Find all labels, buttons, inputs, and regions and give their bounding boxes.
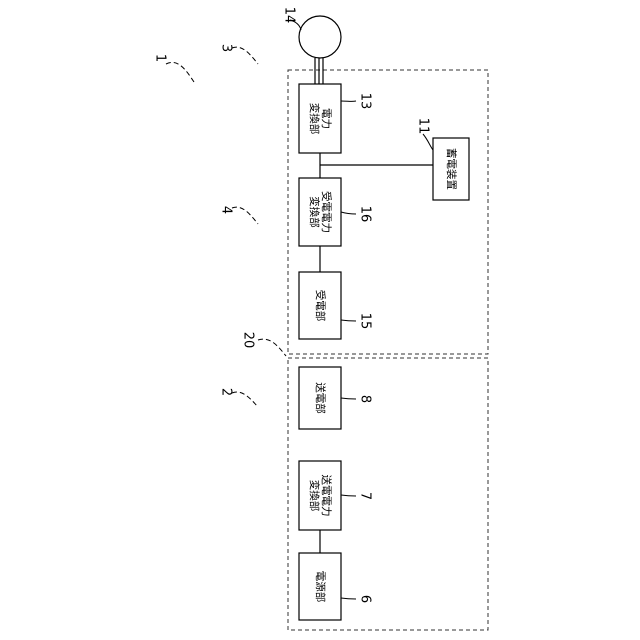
receiver-label: 受電部 xyxy=(314,290,327,322)
motor-icon xyxy=(299,16,341,58)
block-label-line: 受電部 xyxy=(314,290,327,322)
leader-line-3 xyxy=(232,47,258,64)
ref-numeral-7: 7 xyxy=(358,492,373,500)
leader-line-7 xyxy=(341,495,356,496)
leader-line-8 xyxy=(341,398,356,399)
block-label-line: 電源部 xyxy=(314,571,327,603)
leader-line-15 xyxy=(341,320,356,321)
ref-numeral-8: 8 xyxy=(358,395,373,403)
transmit-conversion-label: 送電電力変換部 xyxy=(308,475,333,517)
storage-device-label: 蓄電装置 xyxy=(445,148,458,190)
block-label-line: 受電電力 xyxy=(320,191,333,233)
ref-numeral-13: 13 xyxy=(358,93,373,110)
leader-line-6 xyxy=(341,598,356,599)
block-label-line: 送電電力 xyxy=(320,475,333,517)
ref-numeral-16: 16 xyxy=(358,206,373,223)
receive-conversion-label: 受電電力変換部 xyxy=(308,191,333,233)
ref-numeral-6: 6 xyxy=(358,595,373,603)
ref-numeral-1: 1 xyxy=(153,54,168,62)
leader-line-16 xyxy=(341,212,356,214)
leader-line-11 xyxy=(423,134,433,150)
block-label-line: 電力 xyxy=(320,108,333,129)
leader-line-1 xyxy=(166,62,194,82)
block-label-line: 変換部 xyxy=(308,196,321,228)
power-source-label: 電源部 xyxy=(314,571,327,603)
block-label-line: 変換部 xyxy=(308,103,321,135)
leader-line-20 xyxy=(258,339,286,356)
block-label-line: 蓄電装置 xyxy=(445,148,458,190)
ref-numeral-2: 2 xyxy=(219,388,234,396)
ref-numeral-20: 20 xyxy=(241,332,256,349)
leader-line-4 xyxy=(232,207,258,224)
ref-numeral-15: 15 xyxy=(358,313,373,330)
block-label-line: 変換部 xyxy=(308,480,321,512)
ref-numeral-14: 14 xyxy=(282,7,297,24)
ref-numeral-4: 4 xyxy=(219,206,234,214)
block-label-line: 送電部 xyxy=(314,382,327,414)
transmitter-label: 送電部 xyxy=(314,382,327,414)
ref-numeral-11: 11 xyxy=(416,118,431,135)
leader-line-2 xyxy=(232,392,258,407)
ref-numeral-3: 3 xyxy=(219,44,234,52)
